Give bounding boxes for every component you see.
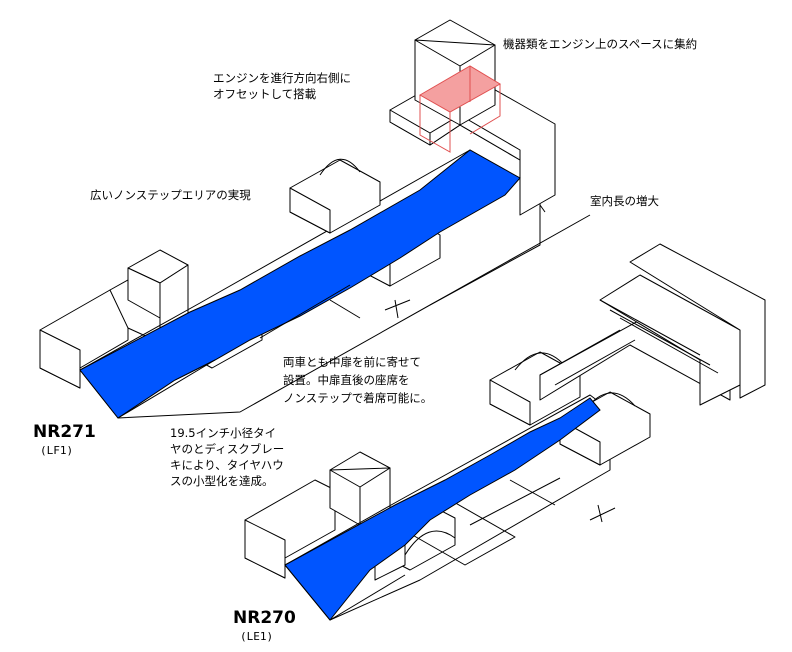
note-tire-line2: ヤのとディスクブレー bbox=[170, 442, 285, 456]
note-doors-line1: 両車とも中扉を前に寄せて bbox=[283, 355, 421, 369]
lower-dimension-tick bbox=[589, 504, 616, 523]
note-engine-pack: 機器類をエンジン上のスペースに集約 bbox=[503, 37, 698, 51]
note-doors-line3: ノンステップで着席可能に。 bbox=[283, 391, 433, 405]
model-code-lower: (LE1) bbox=[240, 630, 274, 643]
note-engine-offset-line1: エンジンを進行方向右側に bbox=[213, 71, 351, 85]
note-wide-area: 広いノンステップエリアの実現 bbox=[90, 188, 251, 202]
note-doors-line2: 設置。中扉直後の座席を bbox=[283, 373, 410, 387]
model-name-upper: NR271 bbox=[33, 422, 96, 442]
upper-floor-lines bbox=[117, 284, 361, 419]
note-tire-line3: キにより、タイヤハウ bbox=[170, 458, 284, 472]
lower-floor-lines bbox=[329, 477, 561, 621]
lower-floor-area bbox=[284, 397, 601, 621]
note-tire-line1: 19.5インチ小径タイ bbox=[170, 426, 277, 440]
lower-bus-body bbox=[244, 243, 766, 621]
note-tire-line4: スの小型化を達成。 bbox=[170, 474, 274, 488]
cabin-length-dimension bbox=[384, 204, 591, 319]
note-engine-offset-line2: オフセットして搭載 bbox=[213, 87, 317, 101]
note-cabin-length: 室内長の増大 bbox=[590, 194, 659, 208]
engine-offset-box bbox=[418, 65, 501, 153]
model-code-upper: (LF1) bbox=[40, 444, 74, 457]
model-name-lower: NR270 bbox=[233, 608, 296, 628]
upper-floor-area bbox=[79, 149, 521, 419]
